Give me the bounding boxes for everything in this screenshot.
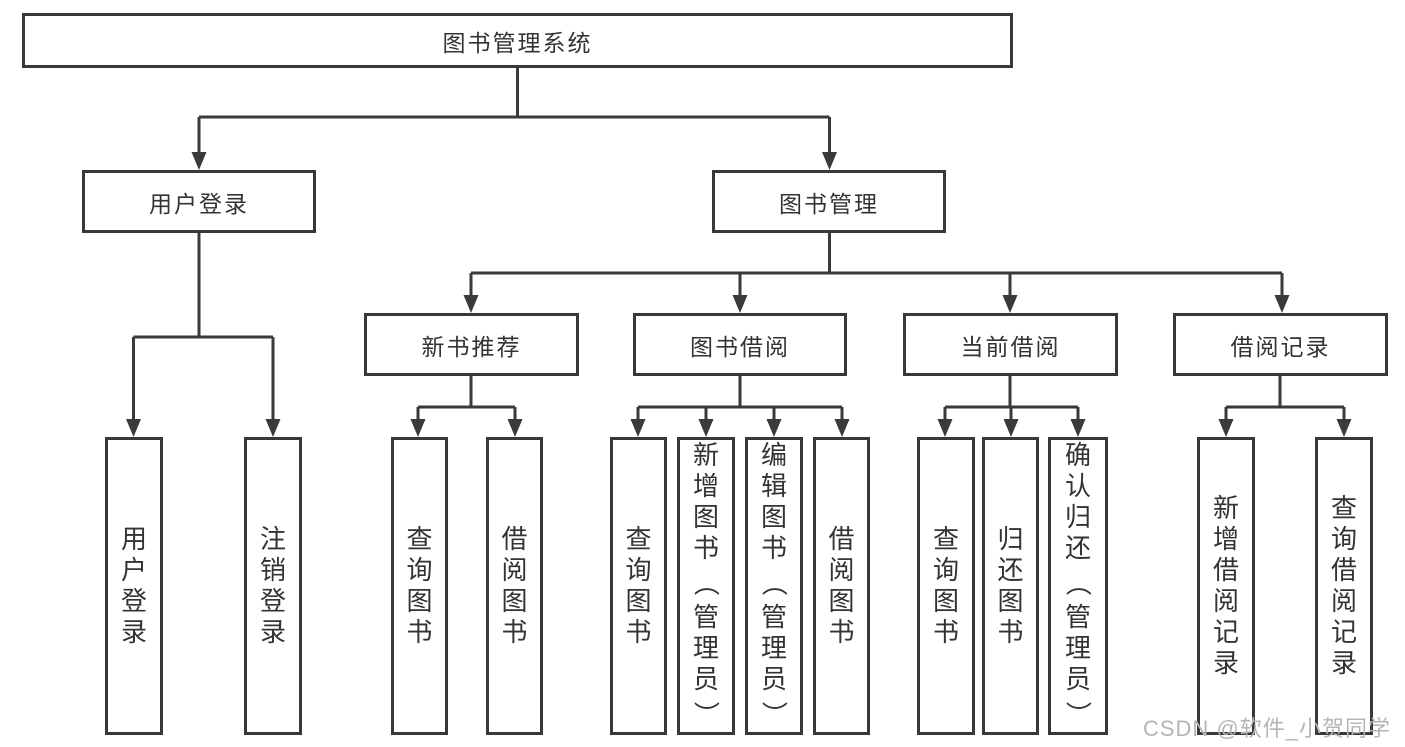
leaf-edit-book-label: 编辑图书（管理员） xyxy=(758,439,789,727)
leaf-logout: 注销登录 xyxy=(244,437,302,735)
arrow-down-icon xyxy=(698,419,714,437)
arrow-down-icon xyxy=(822,152,837,170)
arrow-down-icon xyxy=(630,419,646,437)
connector-root-split xyxy=(197,68,831,152)
arrow-down-icon xyxy=(937,419,953,437)
connector-book-borrow-split xyxy=(636,376,844,420)
node-user-login-label: 用户登录 xyxy=(149,190,249,217)
watermark: CSDN @软件_小贺同学 xyxy=(1142,716,1391,741)
leaf-borrow-book-2-label: 借阅图书 xyxy=(828,524,855,647)
arrow-down-icon xyxy=(1218,419,1234,437)
arrow-down-icon xyxy=(1274,295,1290,313)
arrow-down-icon xyxy=(1336,419,1352,437)
leaf-confirm-return-label: 确认归还（管理员） xyxy=(1062,439,1093,727)
leaf-borrow-book-2: 借阅图书 xyxy=(813,437,870,735)
leaf-query-borrow-record: 查询借阅记录 xyxy=(1315,437,1373,735)
node-new-book-rec: 新书推荐 xyxy=(364,313,579,376)
connector-user-login-split xyxy=(132,233,275,420)
node-user-login: 用户登录 xyxy=(82,170,316,233)
arrow-down-icon xyxy=(410,419,426,437)
node-book-mgmt: 图书管理 xyxy=(712,170,946,233)
leaf-query-book-1: 查询图书 xyxy=(391,437,448,735)
arrow-down-icon xyxy=(766,419,782,437)
leaf-return-book: 归还图书 xyxy=(982,437,1039,735)
node-new-book-rec-label: 新书推荐 xyxy=(421,333,522,360)
leaf-borrow-book-1: 借阅图书 xyxy=(486,437,543,735)
node-current-borrow: 当前借阅 xyxy=(903,313,1118,376)
node-borrow-record: 借阅记录 xyxy=(1173,313,1388,376)
leaf-query-book-2-label: 查询图书 xyxy=(625,524,652,647)
node-root-label: 图书管理系统 xyxy=(442,29,593,56)
leaf-add-borrow-record: 新增借阅记录 xyxy=(1197,437,1255,735)
connector-book-mgmt-split xyxy=(469,233,1284,296)
leaf-query-book-3-label: 查询图书 xyxy=(932,524,959,647)
arrow-down-icon xyxy=(265,419,281,437)
leaf-edit-book: 编辑图书（管理员） xyxy=(745,437,803,735)
node-book-borrow: 图书借阅 xyxy=(633,313,847,376)
node-current-borrow-label: 当前借阅 xyxy=(960,333,1061,360)
node-book-borrow-label: 图书借阅 xyxy=(690,333,790,360)
arrow-down-icon xyxy=(126,419,141,437)
arrow-down-icon xyxy=(1003,419,1019,437)
leaf-add-borrow-record-label: 新增借阅记录 xyxy=(1212,493,1239,678)
node-borrow-record-label: 借阅记录 xyxy=(1230,333,1331,360)
connector-new-book-split xyxy=(416,376,517,420)
arrow-down-icon xyxy=(834,419,850,437)
node-root: 图书管理系统 xyxy=(22,13,1013,68)
leaf-add-book: 新增图书（管理员） xyxy=(677,437,735,735)
arrow-down-icon xyxy=(463,295,479,313)
arrow-down-icon xyxy=(191,152,207,170)
arrow-down-icon xyxy=(507,419,523,437)
connector-current-borrow-split xyxy=(943,376,1080,420)
arrow-down-icon xyxy=(1070,419,1086,437)
leaf-confirm-return: 确认归还（管理员） xyxy=(1048,437,1108,735)
arrow-down-icon xyxy=(1002,295,1018,313)
node-book-mgmt-label: 图书管理 xyxy=(779,190,879,217)
leaf-query-book-3: 查询图书 xyxy=(917,437,975,735)
arrow-down-icon xyxy=(732,295,748,313)
leaf-query-borrow-record-label: 查询借阅记录 xyxy=(1330,493,1357,678)
leaf-add-book-label: 新增图书（管理员） xyxy=(690,439,721,727)
leaf-user-login: 用户登录 xyxy=(105,437,163,735)
leaf-return-book-label: 归还图书 xyxy=(997,524,1024,647)
leaf-logout-label: 注销登录 xyxy=(259,524,286,647)
connector-borrow-record-split xyxy=(1224,376,1346,420)
leaf-query-book-1-label: 查询图书 xyxy=(406,524,433,647)
leaf-borrow-book-1-label: 借阅图书 xyxy=(501,524,528,647)
leaf-user-login-label: 用户登录 xyxy=(120,524,147,647)
leaf-query-book-2: 查询图书 xyxy=(610,437,667,735)
